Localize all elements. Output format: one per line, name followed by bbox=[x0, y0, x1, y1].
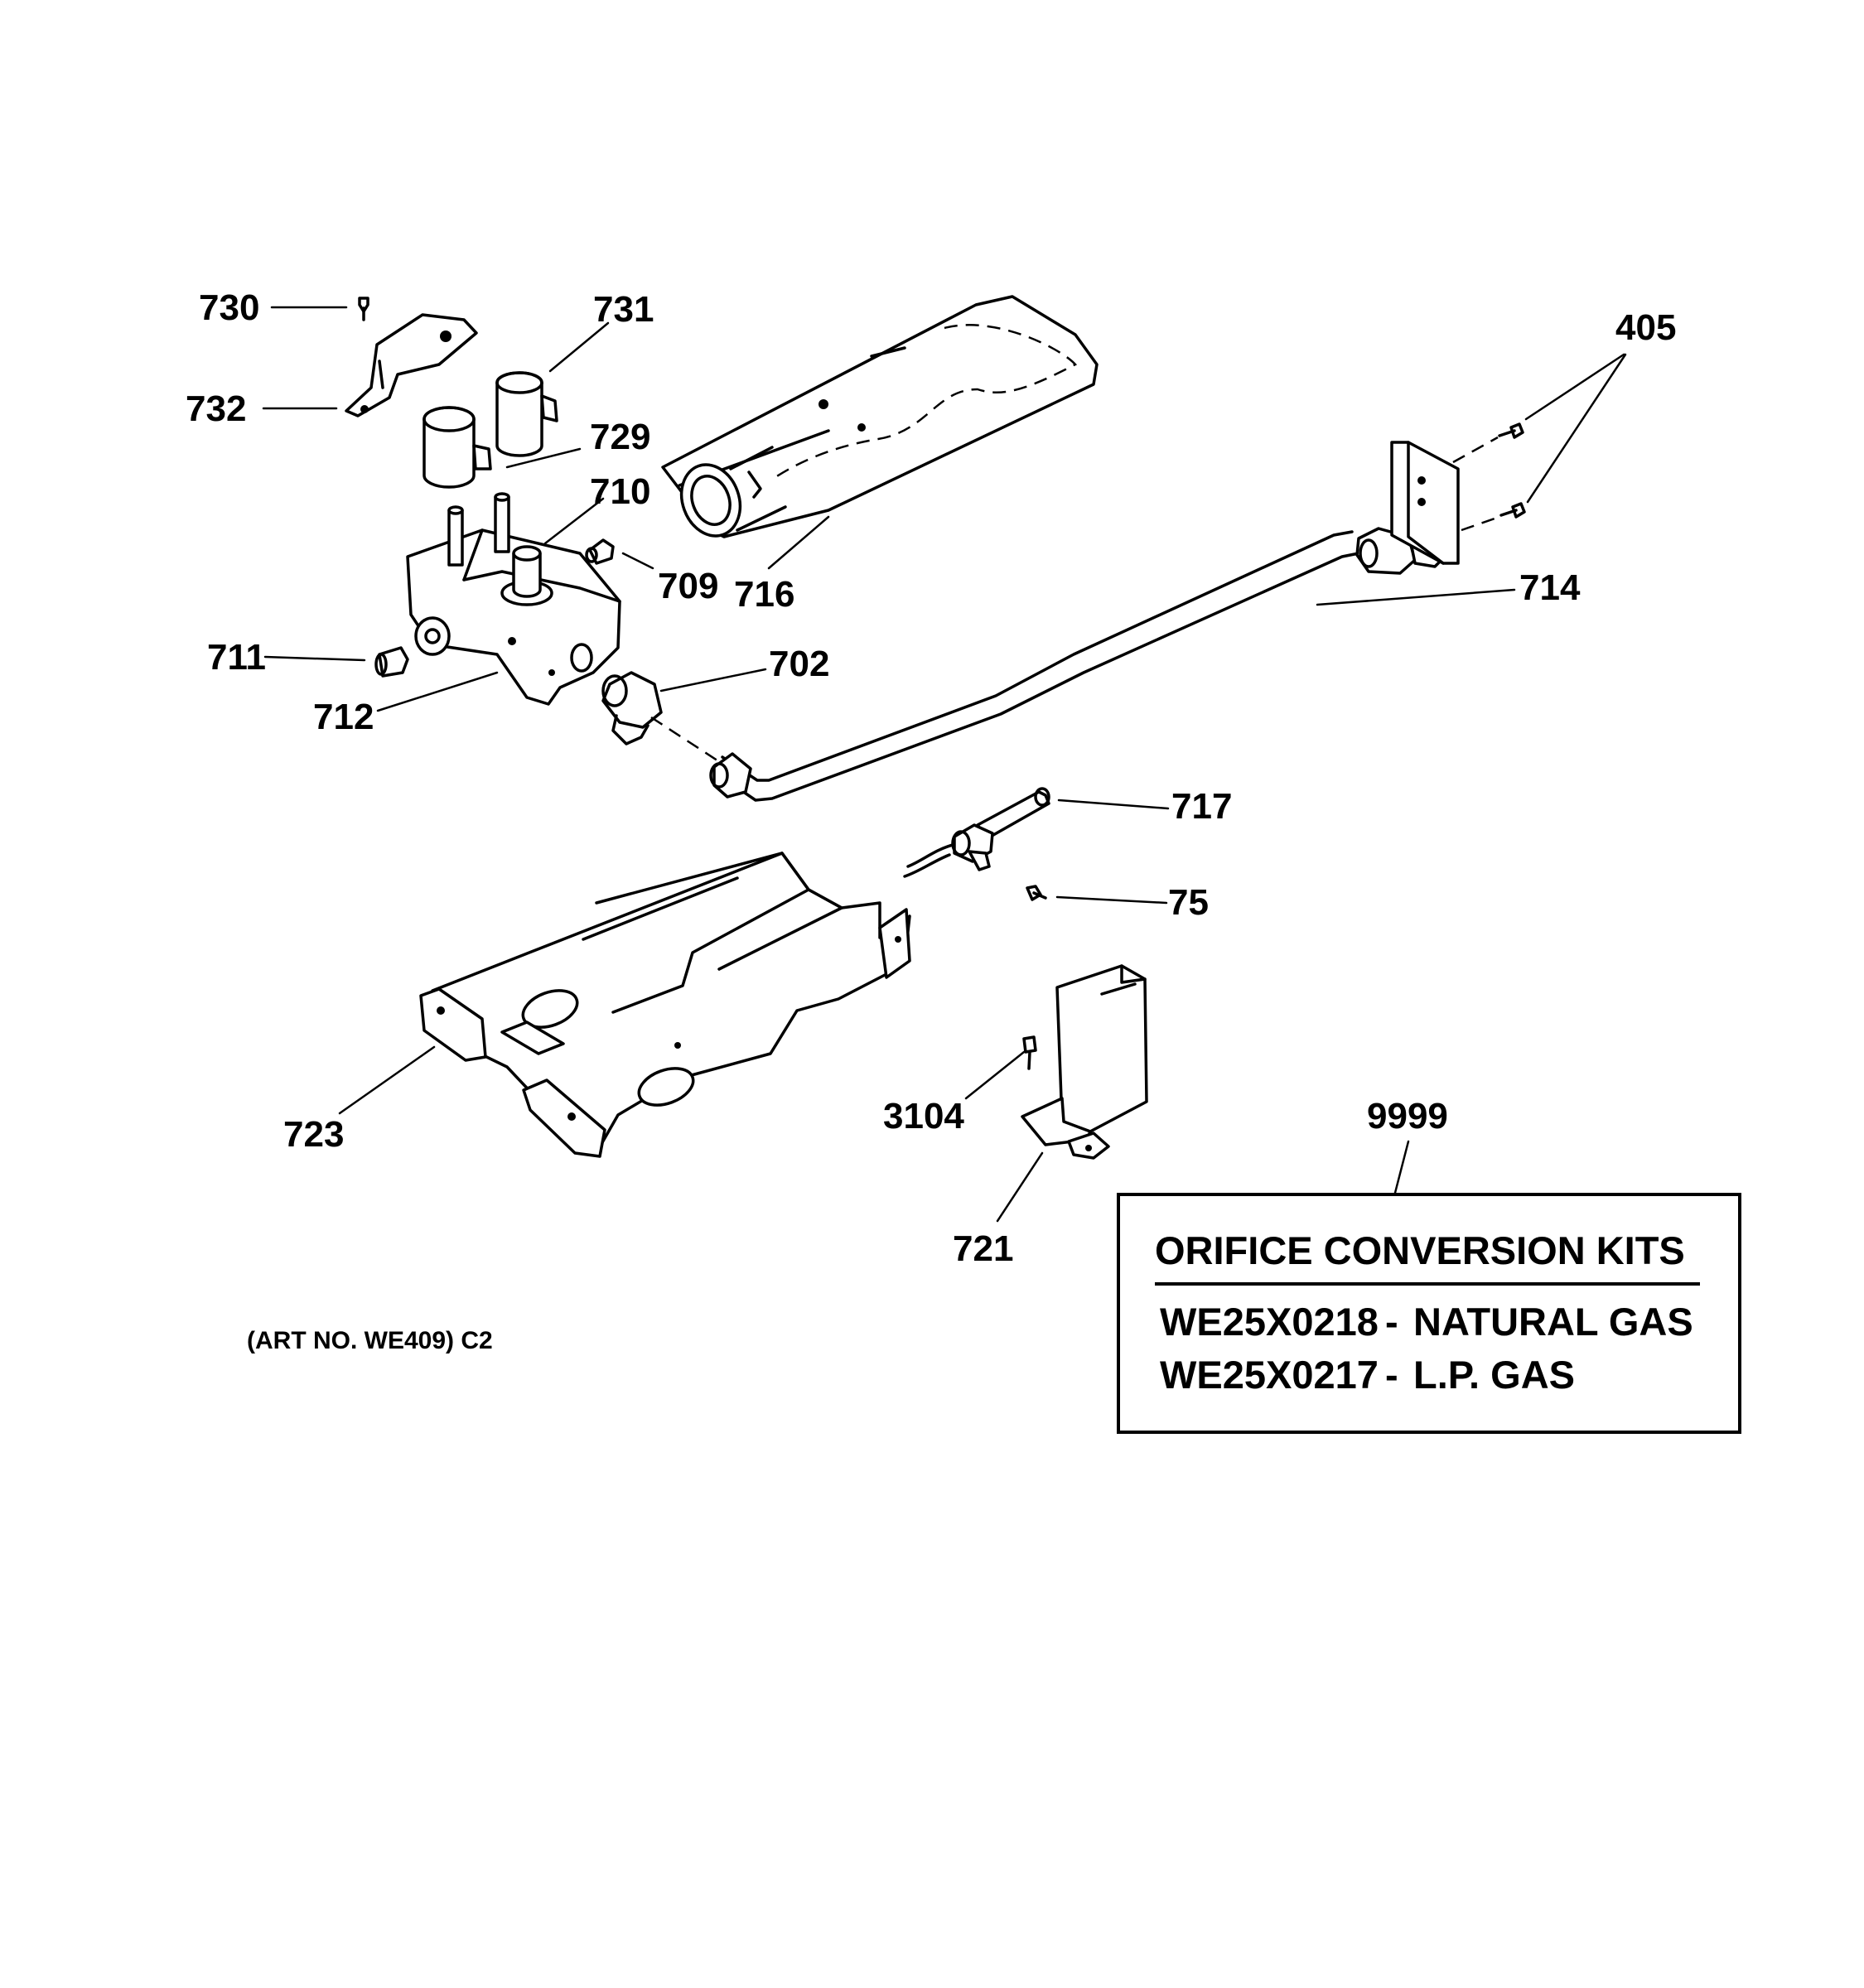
label-717: 717 bbox=[1171, 786, 1232, 827]
coil-729 bbox=[423, 406, 492, 489]
kit-row-1-sep: - bbox=[1385, 1300, 1398, 1344]
kit-box bbox=[1117, 1193, 1741, 1434]
label-716: 716 bbox=[734, 574, 794, 615]
label-3104: 3104 bbox=[883, 1096, 964, 1136]
label-732: 732 bbox=[186, 388, 246, 429]
leader-702 bbox=[659, 668, 767, 692]
kit-row-1-part: WE25X0218 bbox=[1160, 1300, 1379, 1344]
fitting-702 bbox=[601, 671, 663, 746]
label-709: 709 bbox=[658, 566, 718, 606]
label-712: 712 bbox=[313, 697, 374, 737]
leader-711 bbox=[263, 655, 366, 662]
screw-405-lower bbox=[1499, 502, 1526, 519]
connector-702 bbox=[650, 716, 723, 765]
fitting-711 bbox=[374, 646, 409, 678]
art-number: (ART NO. WE409) C2 bbox=[247, 1327, 493, 1354]
screw-405-upper bbox=[1498, 422, 1524, 439]
burner-716 bbox=[661, 295, 1099, 538]
bracket-732 bbox=[345, 313, 478, 417]
label-405: 405 bbox=[1615, 307, 1676, 348]
mount-bracket-723 bbox=[419, 852, 911, 1158]
leader-9999 bbox=[1393, 1140, 1410, 1194]
leader-405-upper bbox=[1524, 353, 1625, 421]
label-723: 723 bbox=[283, 1114, 344, 1155]
label-721: 721 bbox=[953, 1228, 1013, 1269]
label-729: 729 bbox=[590, 417, 650, 457]
leader-3104 bbox=[964, 1050, 1026, 1100]
fitting-709 bbox=[585, 538, 615, 565]
mount-plate-405 bbox=[1390, 441, 1460, 565]
label-9999: 9999 bbox=[1367, 1096, 1448, 1136]
coil-731 bbox=[495, 371, 558, 457]
valve-body-712 bbox=[406, 492, 621, 706]
leader-405-lower bbox=[1526, 353, 1627, 504]
leader-731 bbox=[548, 321, 610, 373]
kit-row-2-sep: - bbox=[1385, 1353, 1398, 1397]
connector-405-upper bbox=[1452, 436, 1499, 464]
kit-box-title: ORIFICE CONVERSION KITS bbox=[1155, 1228, 1685, 1272]
leader-729 bbox=[505, 447, 582, 469]
kit-row-2-part: WE25X0217 bbox=[1160, 1353, 1379, 1397]
screw-3104 bbox=[1022, 1035, 1037, 1070]
leader-714 bbox=[1316, 588, 1516, 606]
leader-717 bbox=[1057, 799, 1170, 810]
label-710: 710 bbox=[590, 471, 650, 512]
label-730: 730 bbox=[199, 287, 259, 328]
leader-721 bbox=[996, 1151, 1044, 1223]
label-702: 702 bbox=[769, 644, 829, 684]
leader-75 bbox=[1055, 895, 1168, 905]
label-714: 714 bbox=[1519, 567, 1581, 608]
label-731: 731 bbox=[593, 289, 654, 330]
leader-712 bbox=[376, 671, 499, 712]
screw-75 bbox=[1026, 885, 1047, 901]
bracket-721 bbox=[1021, 964, 1148, 1160]
kit-row-2-gas: L.P. GAS bbox=[1413, 1353, 1575, 1397]
connector-405-lower bbox=[1461, 515, 1500, 532]
screw-730 bbox=[358, 297, 369, 321]
igniter-717 bbox=[903, 787, 1050, 878]
leader-709 bbox=[621, 552, 654, 570]
leader-716 bbox=[767, 515, 830, 570]
label-75: 75 bbox=[1168, 882, 1209, 923]
kit-row-1-gas: NATURAL GAS bbox=[1413, 1300, 1693, 1344]
leader-710 bbox=[543, 497, 605, 545]
leader-723 bbox=[338, 1045, 436, 1115]
label-711: 711 bbox=[207, 637, 266, 678]
